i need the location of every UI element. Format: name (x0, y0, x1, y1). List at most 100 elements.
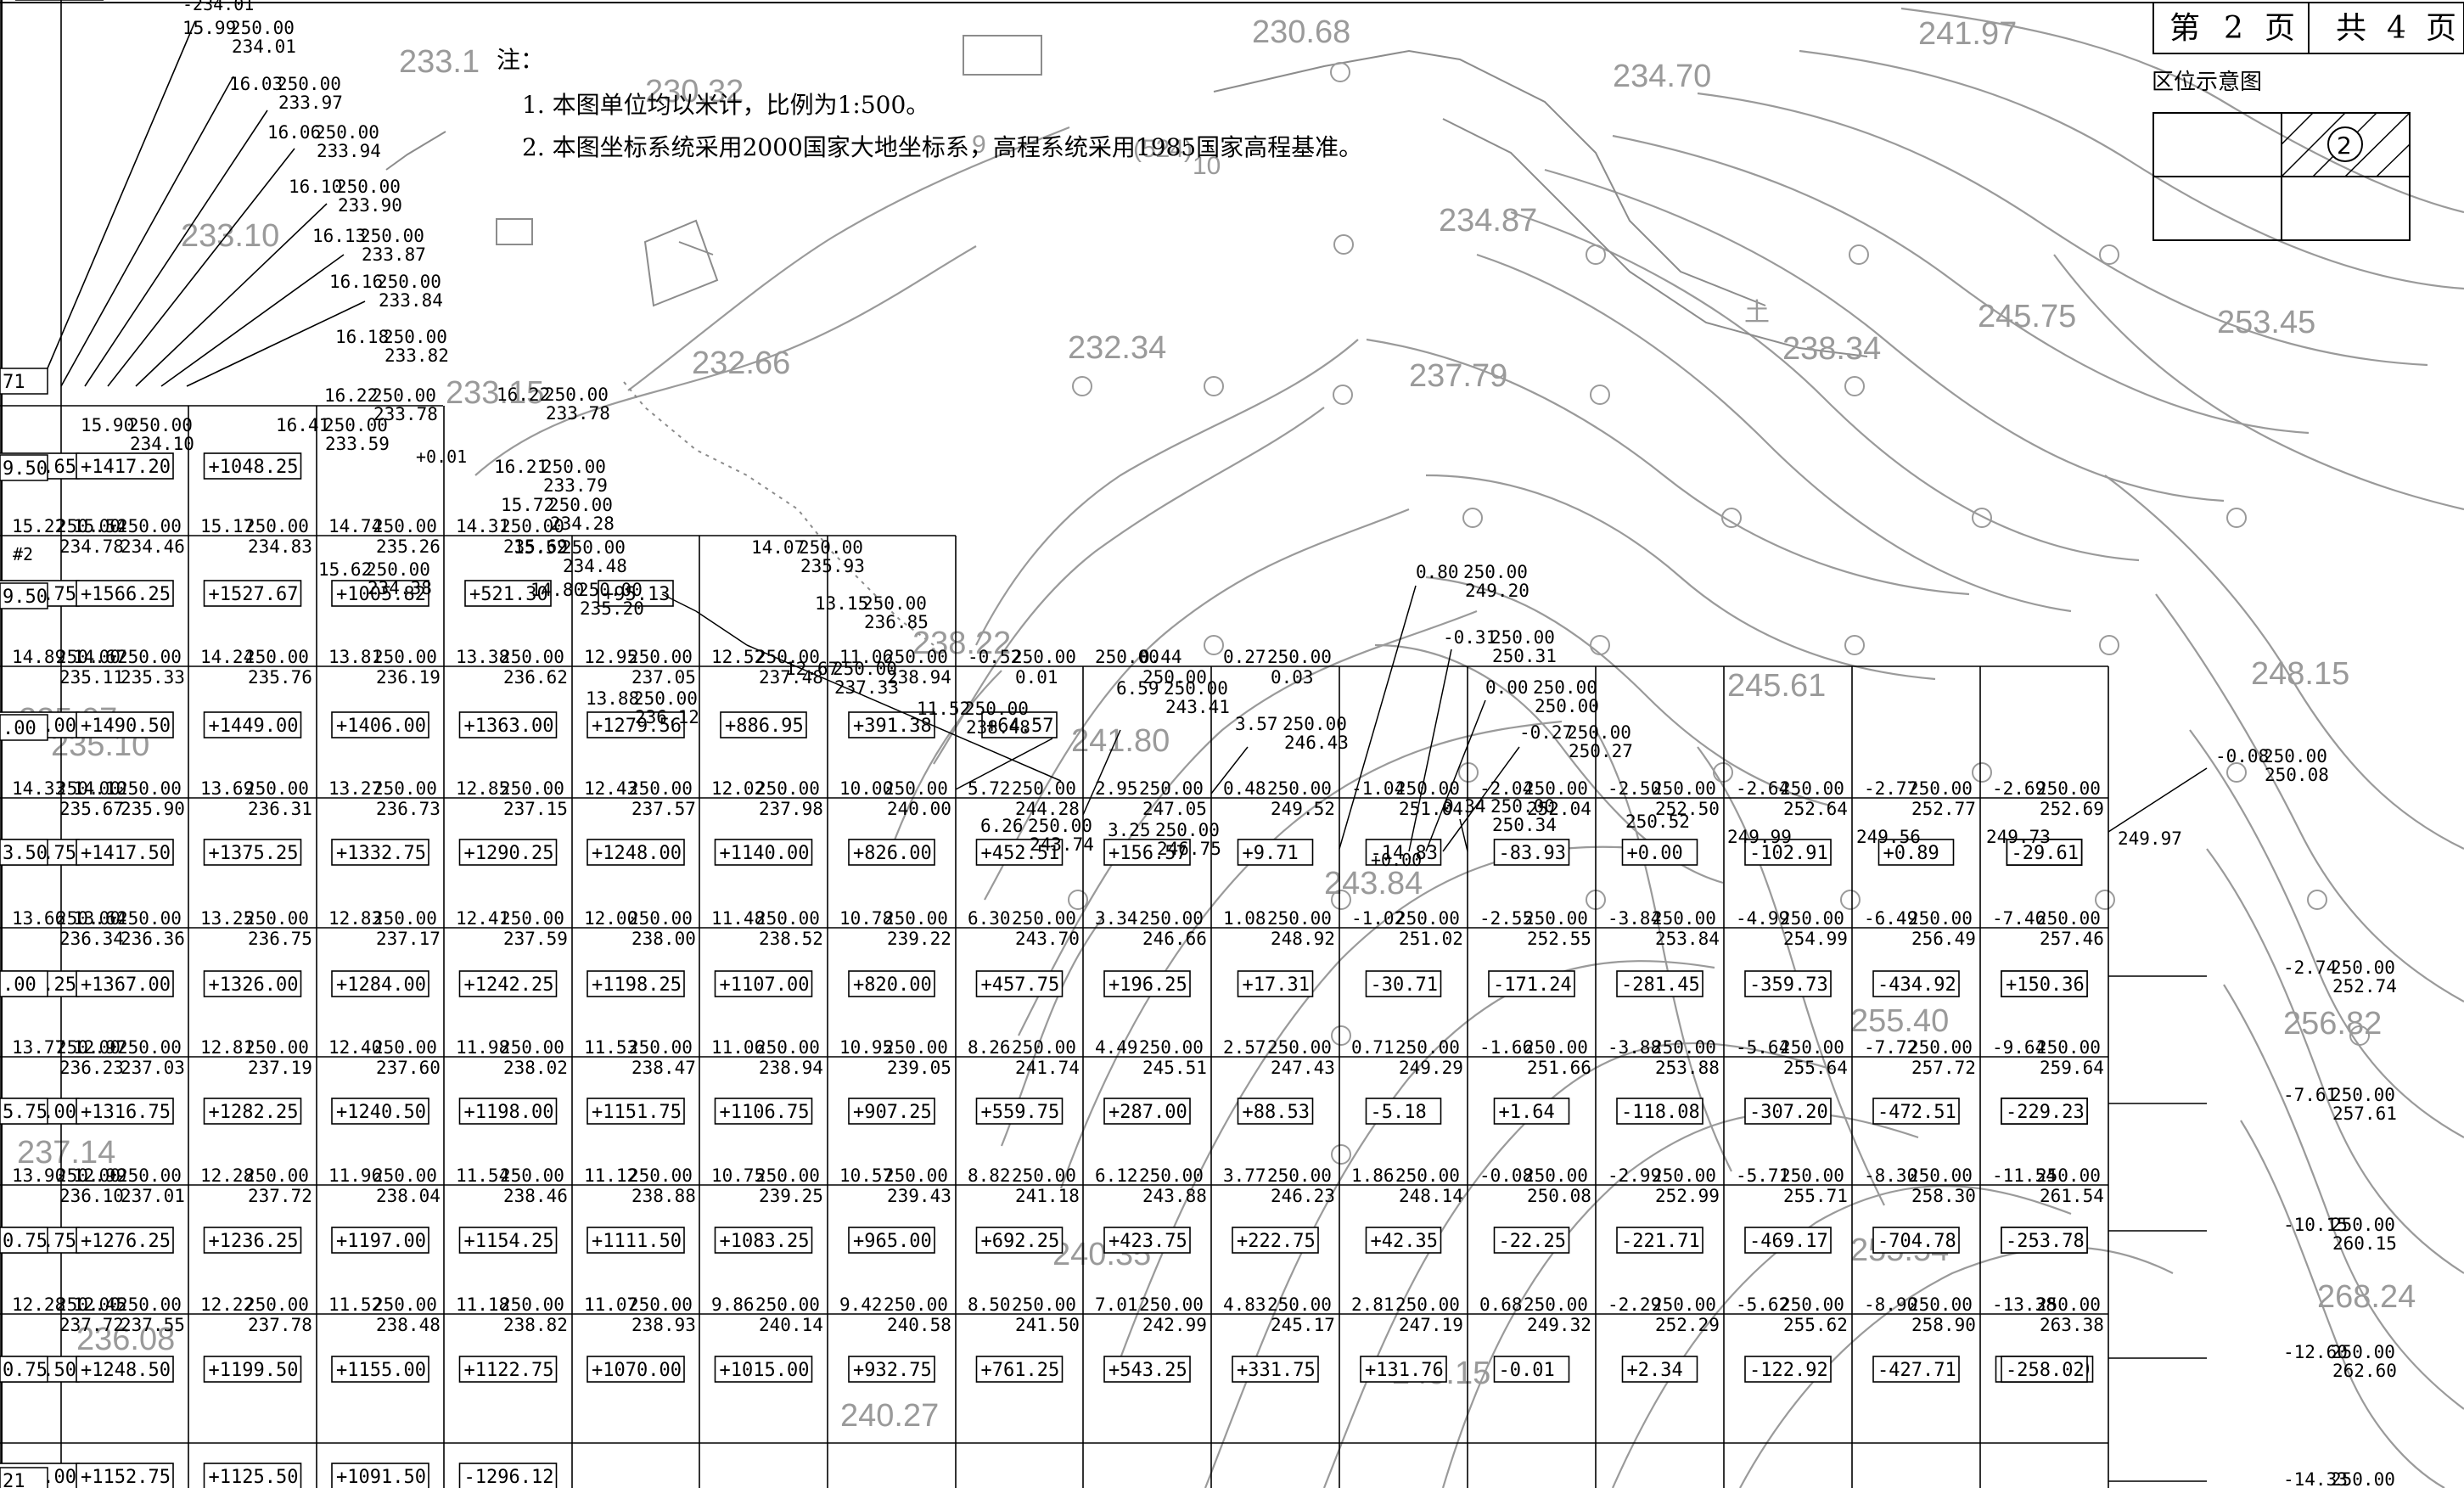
volume-value: +1152.75 (81, 1467, 171, 1488)
design-elevation: 250.00 (244, 1294, 309, 1315)
callout-design: 250.00 (1028, 816, 1092, 836)
callout-leader (1442, 746, 1520, 852)
cut-value: 14.67 (73, 647, 126, 667)
ground-elevation: 236.34 (59, 929, 124, 949)
terrain-elevation-label: 10 (1193, 152, 1221, 180)
volume-value: +1125.50 (209, 1467, 299, 1488)
volume-value: -118.08 (1621, 1102, 1700, 1123)
volume-value: +1406.00 (336, 716, 426, 737)
contour-line (1544, 168, 2225, 503)
cut-value: 2.95 (1095, 778, 1138, 799)
callout-ground: 250.34 (1492, 815, 1557, 835)
survey-marker (2099, 244, 2119, 265)
volume-value: +886.95 (725, 716, 804, 737)
cut-value: 2.81 (1351, 1294, 1395, 1315)
cut-value: 13.69 (200, 778, 254, 799)
callout-design: 250.00 (833, 659, 897, 679)
cut-value: 14.31 (456, 516, 509, 536)
volume-box: -30.71 (1365, 970, 1442, 997)
volume-box: +965.00 (848, 1227, 935, 1254)
cut-value: 13.81 (328, 647, 382, 667)
ground-elevation: 237.60 (376, 1058, 441, 1078)
ground-elevation: 242.99 (1142, 1315, 1207, 1335)
volume-box: +1197.00 (331, 1227, 429, 1254)
design-elevation: 250.00 (1267, 1294, 1332, 1315)
volume-box: +95.13 (598, 580, 674, 607)
design-elevation: 250.00 (1524, 1037, 1588, 1058)
design-elevation: 250.00 (244, 647, 309, 667)
volume-value: -427.71 (1877, 1360, 1956, 1381)
volume-value: +965.00 (853, 1231, 932, 1252)
ground-elevation: 237.15 (503, 799, 568, 819)
design-elevation: 250.00 (244, 1165, 309, 1186)
volume-value: -5.18 (1371, 1102, 1427, 1123)
cut-value: -2.64 (1736, 778, 1789, 799)
volume-value: -704.78 (1877, 1231, 1956, 1252)
callout-design: 250.00 (548, 495, 613, 515)
callout-ground: 250.27 (1569, 741, 1633, 761)
survey-marker (2307, 890, 2327, 910)
volume-value: +95.13 (603, 584, 670, 605)
volume-box: +1248.00 (587, 839, 685, 866)
cut-value: 1.08 (1223, 908, 1266, 929)
callout-cut: 16.22 (324, 385, 378, 406)
callout-cut: 11.52 (917, 699, 970, 719)
left-edge-value: 0.75 (3, 1360, 48, 1381)
terrain-elevation-label: 237.14 (17, 1135, 115, 1171)
ground-elevation: 245.51 (1142, 1058, 1207, 1078)
volume-box: +1107.00 (714, 970, 813, 997)
volume-value: +692.25 (981, 1231, 1060, 1252)
callout-design: 250.00 (964, 699, 1029, 719)
contour-line (933, 407, 1325, 765)
callout: 249.99 (1727, 827, 1792, 847)
callout-design: 250.00 (315, 122, 379, 143)
terrain-elevation-label: 245.61 (1727, 668, 1826, 704)
cut-value: -5.62 (1736, 1294, 1789, 1315)
volume-box: +1282.25 (203, 1098, 302, 1125)
survey-marker (1586, 244, 1606, 265)
callout-design: 250.00 (323, 415, 388, 435)
cut-value: -1.02 (1351, 908, 1405, 929)
cut-value: 12.95 (584, 647, 637, 667)
design-elevation: 250.00 (56, 778, 121, 799)
volume-value: +1417.20 (81, 457, 171, 478)
ground-elevation: 236.10 (59, 1186, 124, 1206)
left-edge-label: .00 (0, 714, 48, 741)
callout-cut: -0.08 (2215, 746, 2269, 766)
ground-elevation: 235.11 (59, 667, 124, 688)
volume-box: -704.78 (1872, 1227, 1960, 1254)
cut-value: 11.12 (584, 1165, 637, 1186)
volume-box: +1248.50 (76, 1356, 174, 1383)
callout-ground: 257.61 (2332, 1103, 2397, 1124)
cut-value: -0.52 (968, 647, 1021, 667)
volume-value: -469.17 (1749, 1231, 1828, 1252)
survey-markers (1068, 62, 2370, 1165)
cut-value: 0.68 (1479, 1294, 1523, 1315)
design-elevation: 250.00 (1780, 1165, 1844, 1186)
structure-outline (643, 219, 719, 307)
volume-value: +131.76 (1365, 1360, 1444, 1381)
design-elevation: 250.00 (1652, 1037, 1716, 1058)
volume-value: +1367.00 (81, 974, 171, 996)
design-elevation: 250.00 (500, 516, 564, 536)
volume-box: +761.25 (975, 1356, 1064, 1383)
earthwork-volume-boxes: +1581.65+1417.20+1048.25+1550.75+1566.25… (0, 368, 2094, 1488)
volume-value: +1290.25 (464, 843, 554, 864)
leader-line (39, 20, 196, 387)
volume-box: -221.71 (1616, 1227, 1703, 1254)
leader-line (107, 148, 295, 387)
callout-ground: 250.31 (1492, 646, 1557, 666)
callout-cut: 16.03 (229, 74, 283, 94)
cut-value: 10.57 (839, 1165, 893, 1186)
cut-value: 11.06 (711, 1037, 765, 1058)
survey-marker (1204, 635, 1224, 655)
small-label: #2 (13, 544, 33, 564)
volume-value: +287.00 (1109, 1102, 1187, 1123)
